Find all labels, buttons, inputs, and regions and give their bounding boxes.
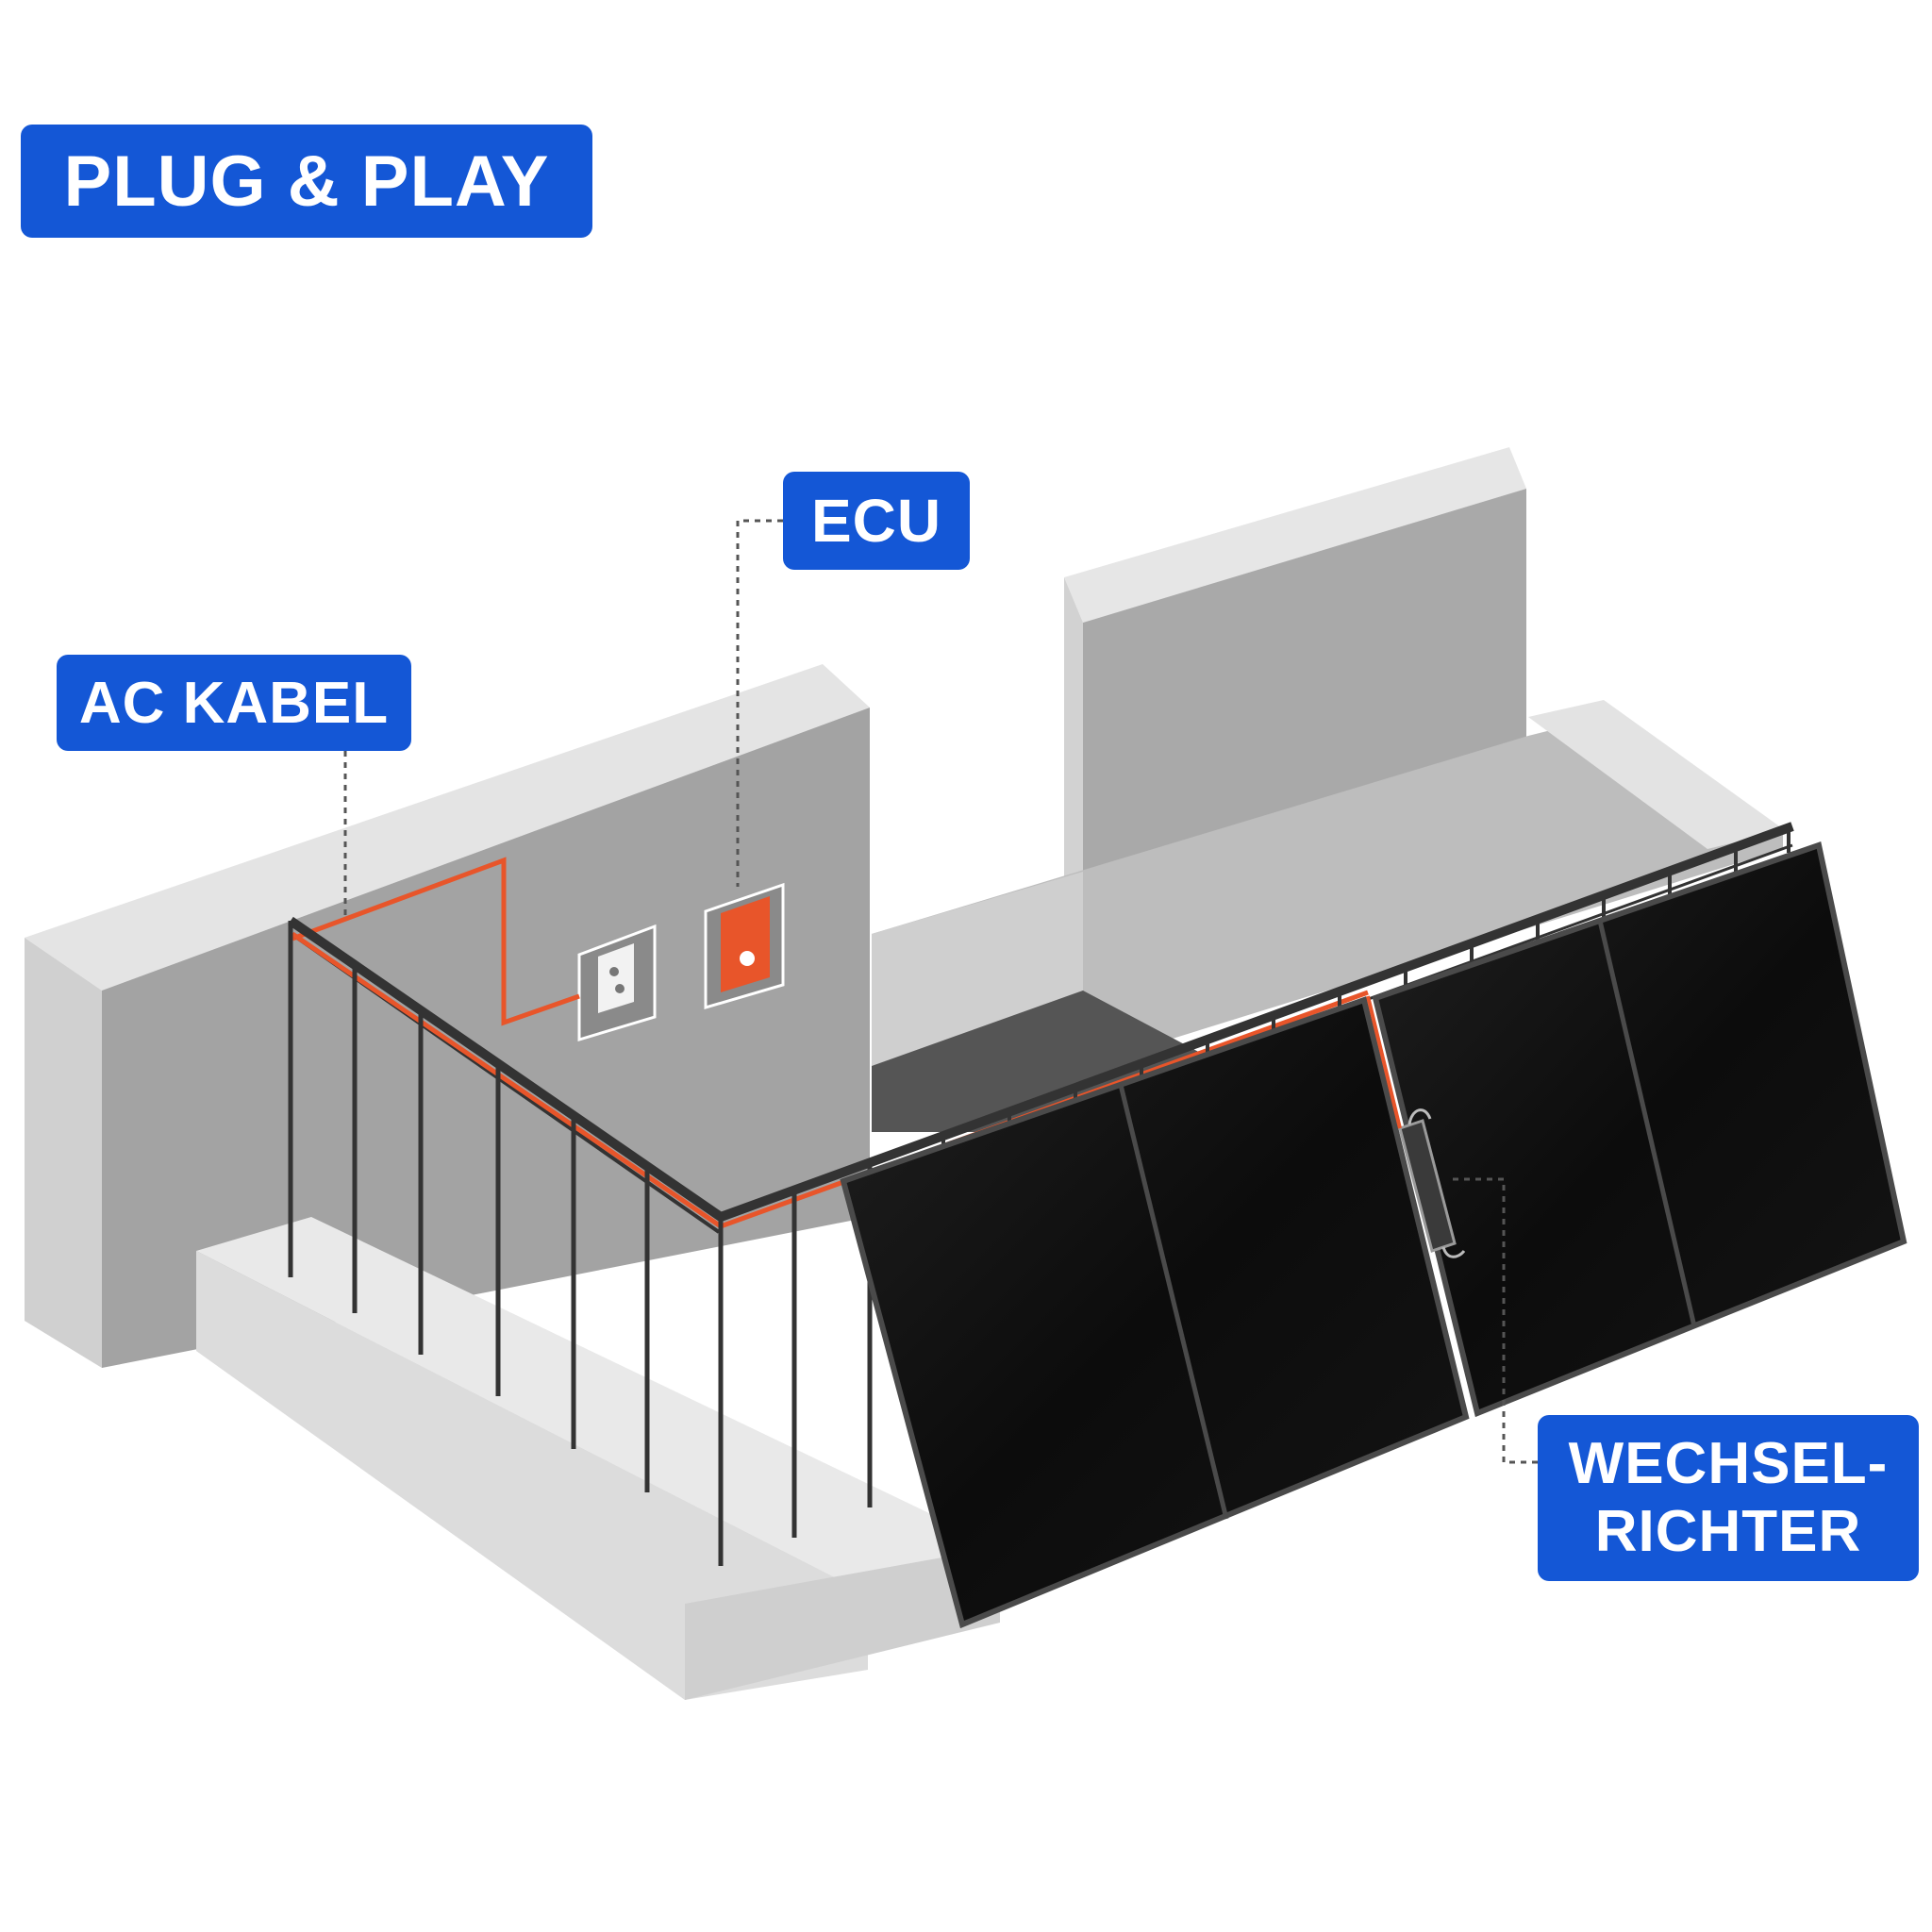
left-wall-block <box>25 664 870 1368</box>
ac-cable <box>291 857 580 1026</box>
leader-lines <box>343 519 1538 1464</box>
inverter-label: WECHSEL- RICHTER <box>1538 1415 1919 1581</box>
balcony-slab <box>196 1217 1000 1700</box>
micro-inverter <box>1366 995 1466 1258</box>
plug-and-play-badge: PLUG & PLAY <box>21 125 592 238</box>
ecu-device <box>704 882 785 1010</box>
solar-panel-left <box>840 996 1470 1629</box>
inverter-label-line1: WECHSEL- <box>1568 1431 1889 1496</box>
solar-panel-right <box>1372 841 1907 1418</box>
wall-socket <box>577 924 657 1042</box>
inverter-label-line2: RICHTER <box>1594 1499 1862 1564</box>
ecu-label: ECU <box>783 472 970 570</box>
ac-cable-label: AC KABEL <box>57 655 411 751</box>
